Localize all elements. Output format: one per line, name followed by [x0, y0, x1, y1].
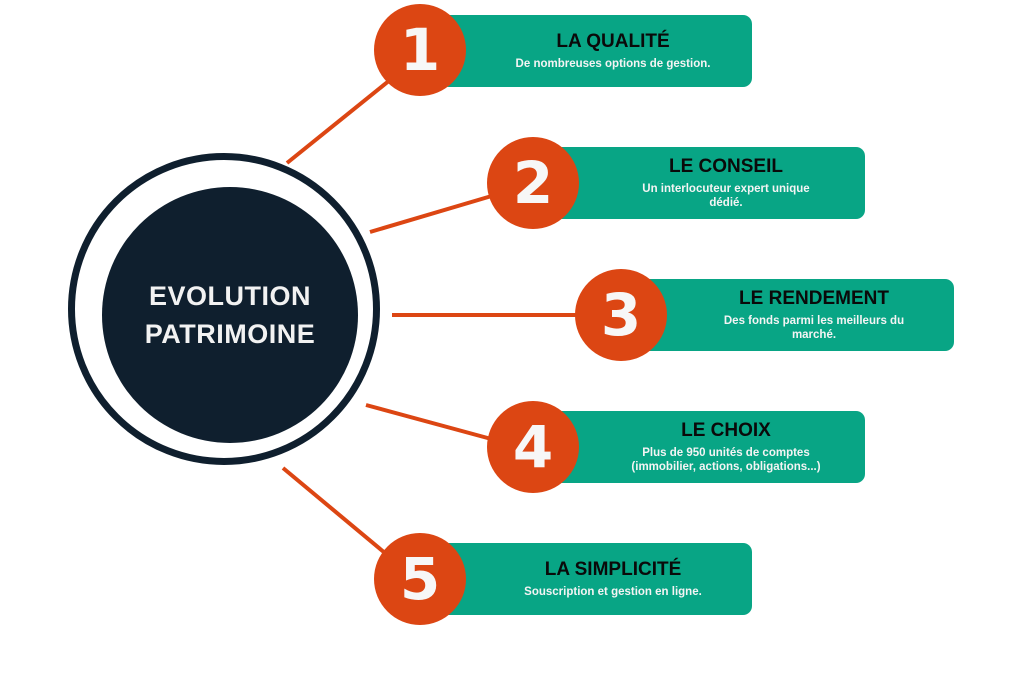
item-description: Un interlocuteur expert unique dédié.	[642, 183, 810, 209]
item-title: LA SIMPLICITÉ	[544, 559, 682, 580]
number-badge-2: 2	[487, 137, 579, 229]
item-description: Des fonds parmi les meilleurs du marché.	[723, 315, 905, 341]
number-badge-4: 4	[487, 401, 579, 493]
item-card-2: LE CONSEIL Un interlocuteur expert uniqu…	[553, 147, 865, 219]
connector-line-5	[281, 466, 387, 555]
item-card-3: LE RENDEMENT Des fonds parmi les meilleu…	[640, 279, 954, 351]
connector-line-1	[285, 78, 392, 165]
item-card-1: LA QUALITÉ De nombreuses options de gest…	[440, 15, 752, 87]
item-description: Souscription et gestion en ligne.	[524, 586, 702, 598]
item-title: LA QUALITÉ	[556, 31, 670, 52]
center-title-line2: PATRIMOINE	[144, 319, 316, 349]
item-title: LE RENDEMENT	[739, 288, 889, 309]
connector-line-2	[369, 193, 496, 234]
item-description: Plus de 950 unités de comptes (immobilie…	[631, 447, 821, 473]
center-hub: EVOLUTION PATRIMOINE	[102, 187, 358, 443]
number-badge-1: 1	[374, 4, 466, 96]
item-title: LE CONSEIL	[668, 156, 783, 177]
item-description: De nombreuses options de gestion.	[515, 58, 711, 70]
item-card-4: LE CHOIX Plus de 950 unités de comptes (…	[553, 411, 865, 483]
number-badge-3: 3	[575, 269, 667, 361]
item-title: LE CHOIX	[681, 420, 771, 441]
item-card-5: LA SIMPLICITÉ Souscription et gestion en…	[440, 543, 752, 615]
center-title-line1: EVOLUTION	[148, 281, 311, 311]
number-badge-5: 5	[374, 533, 466, 625]
connector-line-4	[365, 403, 496, 442]
